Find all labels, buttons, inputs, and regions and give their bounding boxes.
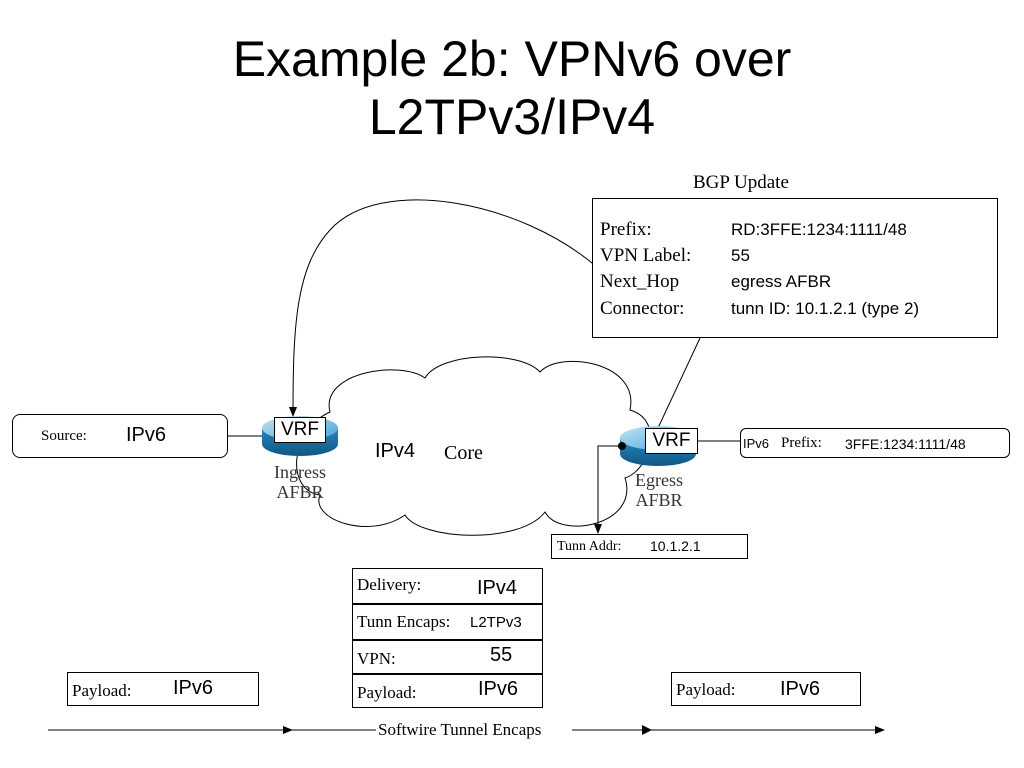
ipv4-core-cloud [296, 356, 651, 536]
core-label: Core [444, 442, 483, 464]
source-label: Source: [41, 428, 87, 444]
stack-delivery: Delivery: IPv4 [352, 568, 543, 604]
stack-tunn-encaps: Tunn Encaps: L2TPv3 [352, 604, 543, 640]
bgp-next-hop-label: Next_Hop [600, 271, 680, 292]
stack-delivery-label: Delivery: [357, 575, 422, 594]
payload-left-value: IPv6 [173, 677, 214, 699]
stack-tunn-encaps-value: L2TPv3 [470, 614, 522, 631]
ingress-vrf: VRF [274, 417, 326, 443]
bgp-prefix-value: RD:3FFE:1234:1111/48 [731, 220, 907, 239]
stack-tunn-encaps-label: Tunn Encaps: [357, 612, 451, 631]
bgp-connector-label: Connector: [600, 298, 685, 319]
tunn-addr-box: Tunn Addr: 10.1.2.1 [551, 534, 748, 559]
bgp-next-hop-value: egress AFBR [731, 272, 832, 291]
stack-payload-value: IPv6 [478, 678, 519, 700]
prefix-label: Prefix: [781, 435, 822, 451]
tunn-addr-value: 10.1.2.1 [650, 538, 701, 554]
payload-left-label: Payload: [72, 681, 132, 700]
ingress-line-2: AFBR [276, 482, 324, 502]
stack-vpn-label: VPN: [357, 649, 396, 668]
egress-line-1: Egress [635, 470, 683, 490]
payload-left-box: Payload: IPv6 [67, 672, 259, 706]
bgp-update-heading: BGP Update [693, 172, 789, 193]
egress-vrf: VRF [645, 428, 698, 454]
slide-title: Example 2b: VPNv6 over L2TPv3/IPv4 [0, 30, 1024, 146]
bgp-update-box: Prefix: RD:3FFE:1234:1111/48 VPN Label: … [592, 198, 998, 338]
ingress-afbr-label: Ingress AFBR [268, 462, 332, 502]
title-line-1: Example 2b: VPNv6 over [232, 31, 792, 87]
prefix-ipv6: IPv6 [743, 436, 770, 451]
tunnel-endpoint-arrow [594, 445, 622, 534]
payload-right-box: Payload: IPv6 [671, 672, 861, 706]
tunn-addr-label: Tunn Addr: [557, 539, 622, 554]
payload-right-label: Payload: [676, 680, 736, 699]
bottom-arrow-mid-head [642, 725, 652, 735]
title-line-2: L2TPv3/IPv4 [368, 89, 656, 145]
bgp-to-egress-line [657, 337, 701, 429]
stack-payload-label: Payload: [357, 683, 417, 702]
bgp-prefix-label: Prefix: [600, 219, 652, 240]
stack-payload: Payload: IPv6 [352, 674, 543, 708]
prefix-box: IPv6 Prefix: 3FFE:1234:1111/48 [740, 428, 1010, 458]
stack-vpn: VPN: 55 [352, 640, 543, 674]
egress-afbr-label: Egress AFBR [624, 470, 694, 510]
payload-right-value: IPv6 [780, 678, 821, 700]
source-value: IPv6 [126, 424, 167, 446]
egress-line-2: AFBR [635, 490, 683, 510]
core-ipv4-label: IPv4 [375, 440, 416, 462]
stack-delivery-value: IPv4 [477, 577, 518, 599]
bgp-to-ingress-arrow [289, 199, 599, 417]
bgp-vpn-label-label: VPN Label: [600, 245, 692, 266]
ingress-line-1: Ingress [274, 462, 326, 482]
prefix-value: 3FFE:1234:1111/48 [845, 436, 966, 452]
source-box: Source: IPv6 [12, 414, 228, 458]
bgp-vpn-label-value: 55 [731, 246, 750, 265]
bgp-connector-value: tunn ID: 10.1.2.1 (type 2) [731, 299, 920, 318]
stack-vpn-value: 55 [490, 644, 513, 666]
softwire-tunnel-encaps-label: Softwire Tunnel Encaps [378, 720, 542, 739]
